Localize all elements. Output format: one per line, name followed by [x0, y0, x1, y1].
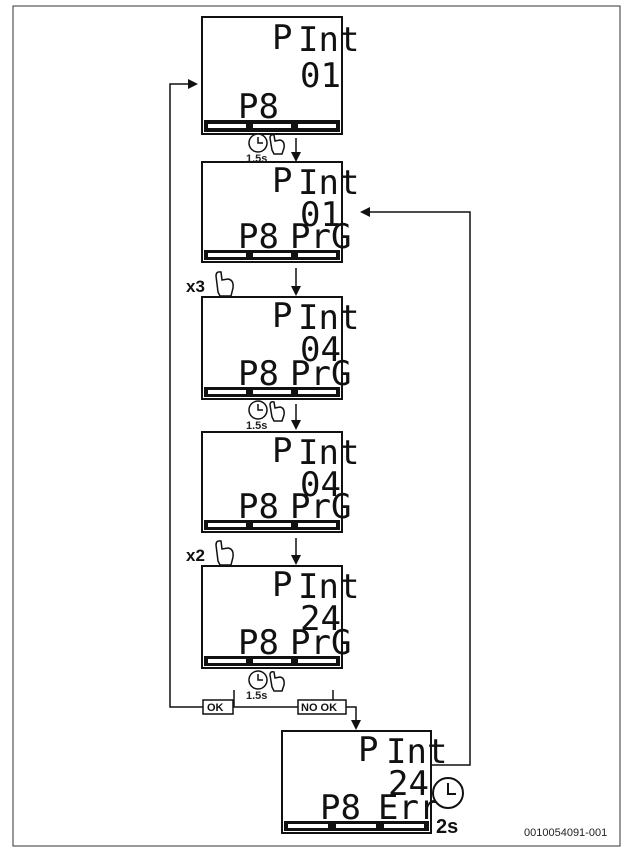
- hand-icon: [269, 671, 285, 692]
- lcd-button-bar: [204, 520, 340, 530]
- lcd-screen-3: P Int 04 P8 PrG: [201, 296, 359, 400]
- lcd-top-right: Int: [298, 298, 359, 338]
- press-count: x2: [186, 546, 205, 565]
- document-id: 0010054091-001: [524, 827, 607, 839]
- lcd-button-bar: [204, 656, 340, 666]
- lcd-top-left: P: [272, 18, 292, 58]
- branch-connector: [233, 690, 334, 708]
- lcd-screen-1: P Int 01 P8: [201, 16, 359, 135]
- lcd-button-bar: [204, 387, 340, 397]
- lcd-top-right: Int: [298, 567, 359, 607]
- hand-icon: [269, 134, 285, 155]
- up-button[interactable]: [208, 253, 246, 257]
- retry-loop-arrow: [360, 207, 471, 766]
- lcd-top-left: P: [272, 565, 292, 605]
- enter-button[interactable]: [253, 523, 291, 527]
- press-gesture-1: x3: [186, 271, 234, 297]
- enter-button[interactable]: [336, 824, 376, 828]
- down-button[interactable]: [298, 659, 336, 663]
- hand-icon: [215, 271, 234, 297]
- lcd-top-left: P: [358, 730, 378, 770]
- hand-icon: [269, 401, 285, 422]
- lcd-top-left: P: [272, 161, 292, 201]
- lcd-top-right: Int: [298, 433, 359, 473]
- up-button[interactable]: [208, 523, 246, 527]
- lcd-top-right: Int: [298, 20, 359, 60]
- down-button[interactable]: [298, 523, 336, 527]
- lcd-mid-right: 24: [388, 764, 429, 804]
- not-ok-arrow: [346, 706, 361, 730]
- lcd-screen-2: P Int 01 P8 PrG: [201, 161, 359, 263]
- lcd-top-right: Int: [298, 163, 359, 203]
- wait-duration: 2s: [436, 816, 458, 838]
- lcd-mid-right: 01: [300, 195, 341, 235]
- press-count: x3: [186, 277, 205, 296]
- up-button[interactable]: [288, 824, 328, 828]
- lcd-top-left: P: [272, 431, 292, 471]
- enter-button[interactable]: [253, 253, 291, 257]
- hold-duration: 1.5s: [246, 690, 267, 702]
- down-button[interactable]: [298, 124, 336, 128]
- lcd-button-bar: [204, 250, 340, 260]
- not-ok-label: NO OK: [301, 702, 337, 714]
- lcd-screen-4: P Int 04 P8 PrG: [201, 431, 359, 533]
- enter-button[interactable]: [253, 390, 291, 394]
- hold-duration: 1.5s: [246, 420, 267, 432]
- hand-icon: [215, 540, 234, 566]
- up-button[interactable]: [208, 124, 246, 128]
- down-button[interactable]: [298, 253, 336, 257]
- lcd-mid-right: 04: [300, 330, 341, 370]
- down-button[interactable]: [384, 824, 424, 828]
- lcd-mid-right: 01: [300, 56, 341, 96]
- lcd-mid-right: 24: [300, 599, 341, 639]
- wait-gesture: 2s: [432, 777, 464, 838]
- ok-label: OK: [207, 702, 224, 714]
- hold-gesture-3: 1.5s: [246, 670, 285, 702]
- lcd-top-left: P: [272, 296, 292, 336]
- up-button[interactable]: [208, 659, 246, 663]
- page-frame: [12, 5, 621, 847]
- hold-gesture-2: 1.5s: [246, 400, 285, 432]
- enter-button[interactable]: [253, 124, 291, 128]
- lcd-mid-right: 04: [300, 465, 341, 505]
- lcd-button-bar: [284, 821, 429, 831]
- ok-box: OK: [202, 699, 234, 715]
- lcd-screen-5: P Int 24 P8 PrG: [201, 565, 359, 669]
- ok-loop-arrow: [169, 79, 203, 708]
- not-ok-box: NO OK: [297, 699, 347, 715]
- lcd-screen-6: P Int 24 P8 Err: [281, 730, 447, 834]
- up-button[interactable]: [208, 390, 246, 394]
- press-gesture-2: x2: [186, 540, 234, 566]
- lcd-button-bar: [204, 120, 340, 132]
- enter-button[interactable]: [253, 659, 291, 663]
- down-button[interactable]: [298, 390, 336, 394]
